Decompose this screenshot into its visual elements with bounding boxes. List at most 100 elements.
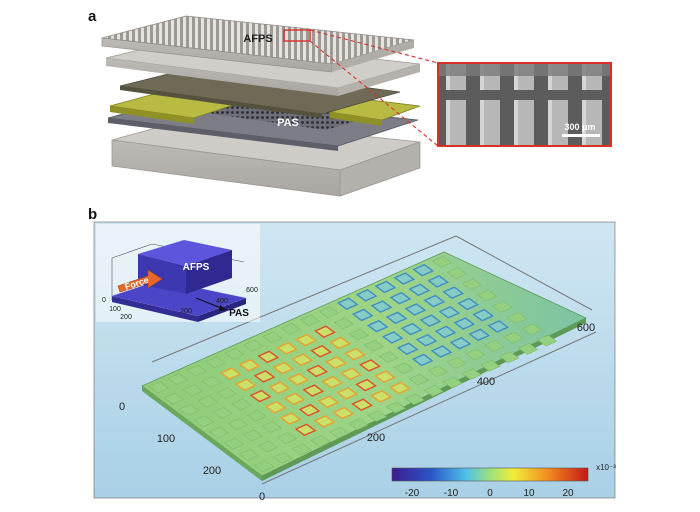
pillar-cell bbox=[499, 351, 520, 364]
pillar-cell bbox=[224, 348, 245, 360]
pillar-cell bbox=[506, 312, 528, 324]
pillar-cell bbox=[205, 356, 226, 369]
pillar-cell bbox=[351, 308, 374, 322]
pillar-cell bbox=[487, 320, 510, 333]
pillar-cell bbox=[423, 384, 444, 397]
pillar-cell bbox=[253, 460, 275, 473]
pillar-cell bbox=[310, 345, 332, 358]
pillar-cell bbox=[393, 362, 414, 375]
pillar-cell bbox=[178, 404, 200, 416]
long-axis-tick-600: 600 bbox=[577, 322, 595, 334]
pillar-cell bbox=[442, 286, 465, 299]
pillar-cell bbox=[291, 443, 312, 456]
pillar-grid bbox=[148, 255, 558, 473]
pillar-cell bbox=[257, 350, 280, 364]
pillar-cell bbox=[389, 381, 411, 395]
pillar-cell bbox=[321, 375, 344, 389]
pillar-cell bbox=[336, 297, 359, 310]
pillar-cell bbox=[427, 365, 448, 378]
panel-b-letter: b bbox=[88, 206, 98, 223]
inset-tick-0: 0 bbox=[102, 297, 106, 304]
pillar-cell bbox=[427, 275, 450, 288]
afps-layer bbox=[101, 15, 415, 73]
pillar-cell bbox=[295, 333, 317, 347]
pillar-cell bbox=[298, 403, 321, 417]
pillar-cell bbox=[484, 340, 505, 352]
pillar-cell bbox=[329, 426, 350, 439]
pillar-cell bbox=[325, 356, 347, 369]
colorbar-tick-20: 20 bbox=[562, 488, 574, 499]
inset-afps-label: AFPS bbox=[183, 262, 210, 273]
inset-schematic: AFPS Force PAS 0 100 200 200 400 600 bbox=[96, 224, 260, 322]
pillar-cell bbox=[355, 378, 377, 392]
pillar-cell bbox=[404, 393, 426, 406]
pillar-cell bbox=[408, 373, 429, 386]
pillar-cell bbox=[396, 342, 419, 355]
exploded-device-diagram: AFPS PAS 300 μm bbox=[101, 15, 612, 197]
inset-tick-200-right: 200 bbox=[180, 308, 192, 315]
pillar-cell bbox=[197, 395, 218, 408]
pillar-cell bbox=[261, 421, 282, 433]
pillar-cell bbox=[419, 314, 442, 327]
pillar-cell bbox=[461, 368, 482, 380]
pillar-cell bbox=[329, 336, 351, 350]
pillar-cell bbox=[370, 390, 392, 403]
pillar-cell bbox=[246, 409, 267, 422]
pillar-cell bbox=[536, 334, 558, 347]
pillar-cell bbox=[449, 336, 472, 350]
pillar-cell bbox=[249, 389, 272, 403]
pillar-cell bbox=[400, 322, 423, 336]
force-arrow bbox=[117, 269, 163, 293]
pillar-cell bbox=[223, 437, 245, 450]
zoom-region-box bbox=[283, 29, 311, 42]
long-axis-tick-400: 400 bbox=[477, 376, 495, 388]
pillar-cell bbox=[374, 370, 396, 383]
pillar-cell bbox=[336, 387, 359, 400]
inset-tick-100: 100 bbox=[109, 306, 121, 313]
pillar-cell bbox=[148, 381, 170, 394]
pillar-cell bbox=[381, 331, 404, 344]
pillar-cell bbox=[374, 280, 397, 294]
pillar-cell bbox=[480, 359, 501, 372]
pillar-cell bbox=[280, 322, 302, 335]
pillar-cell bbox=[238, 449, 260, 461]
box-edge-bottom bbox=[261, 331, 597, 485]
pillar-cell bbox=[163, 392, 185, 405]
bottom-axis-tick-0: 0 bbox=[259, 491, 265, 503]
zoom-line-top bbox=[309, 29, 439, 64]
pillar-cell bbox=[344, 347, 366, 361]
pillar-cell bbox=[351, 398, 374, 411]
pillar-cell bbox=[446, 267, 468, 279]
pillar-cell bbox=[518, 343, 539, 355]
pillar-cell bbox=[234, 378, 257, 392]
pillar-cell bbox=[408, 283, 431, 297]
pillar-cell bbox=[314, 325, 336, 338]
pillar-cell bbox=[272, 361, 295, 375]
pillar-cell bbox=[348, 328, 369, 341]
pillar-cell bbox=[367, 410, 388, 422]
colorbar-tick-minus10: -10 bbox=[444, 488, 459, 499]
pillar-cell bbox=[182, 384, 203, 397]
pillar-cell bbox=[318, 306, 339, 318]
pillar-cell bbox=[208, 426, 230, 439]
pillar-cell bbox=[366, 319, 389, 333]
pillar-cell bbox=[262, 331, 283, 344]
pillar-cell bbox=[472, 308, 495, 322]
long-axis-tick-200: 200 bbox=[367, 432, 385, 444]
pillar-cell bbox=[231, 398, 252, 411]
colorbar-tick-10: 10 bbox=[523, 488, 535, 499]
inset-pas-label: PAS bbox=[229, 308, 249, 319]
pillar-cell bbox=[242, 429, 263, 442]
pillar-cell bbox=[310, 435, 331, 447]
pillar-cell bbox=[412, 263, 435, 277]
pillar-cell bbox=[363, 339, 384, 352]
pillar-cell bbox=[243, 339, 264, 352]
pillar-cell bbox=[276, 432, 297, 445]
pillar-cell bbox=[227, 418, 248, 430]
pillar-cell bbox=[370, 300, 393, 313]
left-axis-tick-200: 200 bbox=[203, 465, 221, 477]
pillar-cell bbox=[457, 297, 480, 311]
pas-label: PAS bbox=[277, 117, 299, 129]
pillar-cell bbox=[216, 387, 237, 400]
pillar-cell bbox=[317, 395, 340, 409]
